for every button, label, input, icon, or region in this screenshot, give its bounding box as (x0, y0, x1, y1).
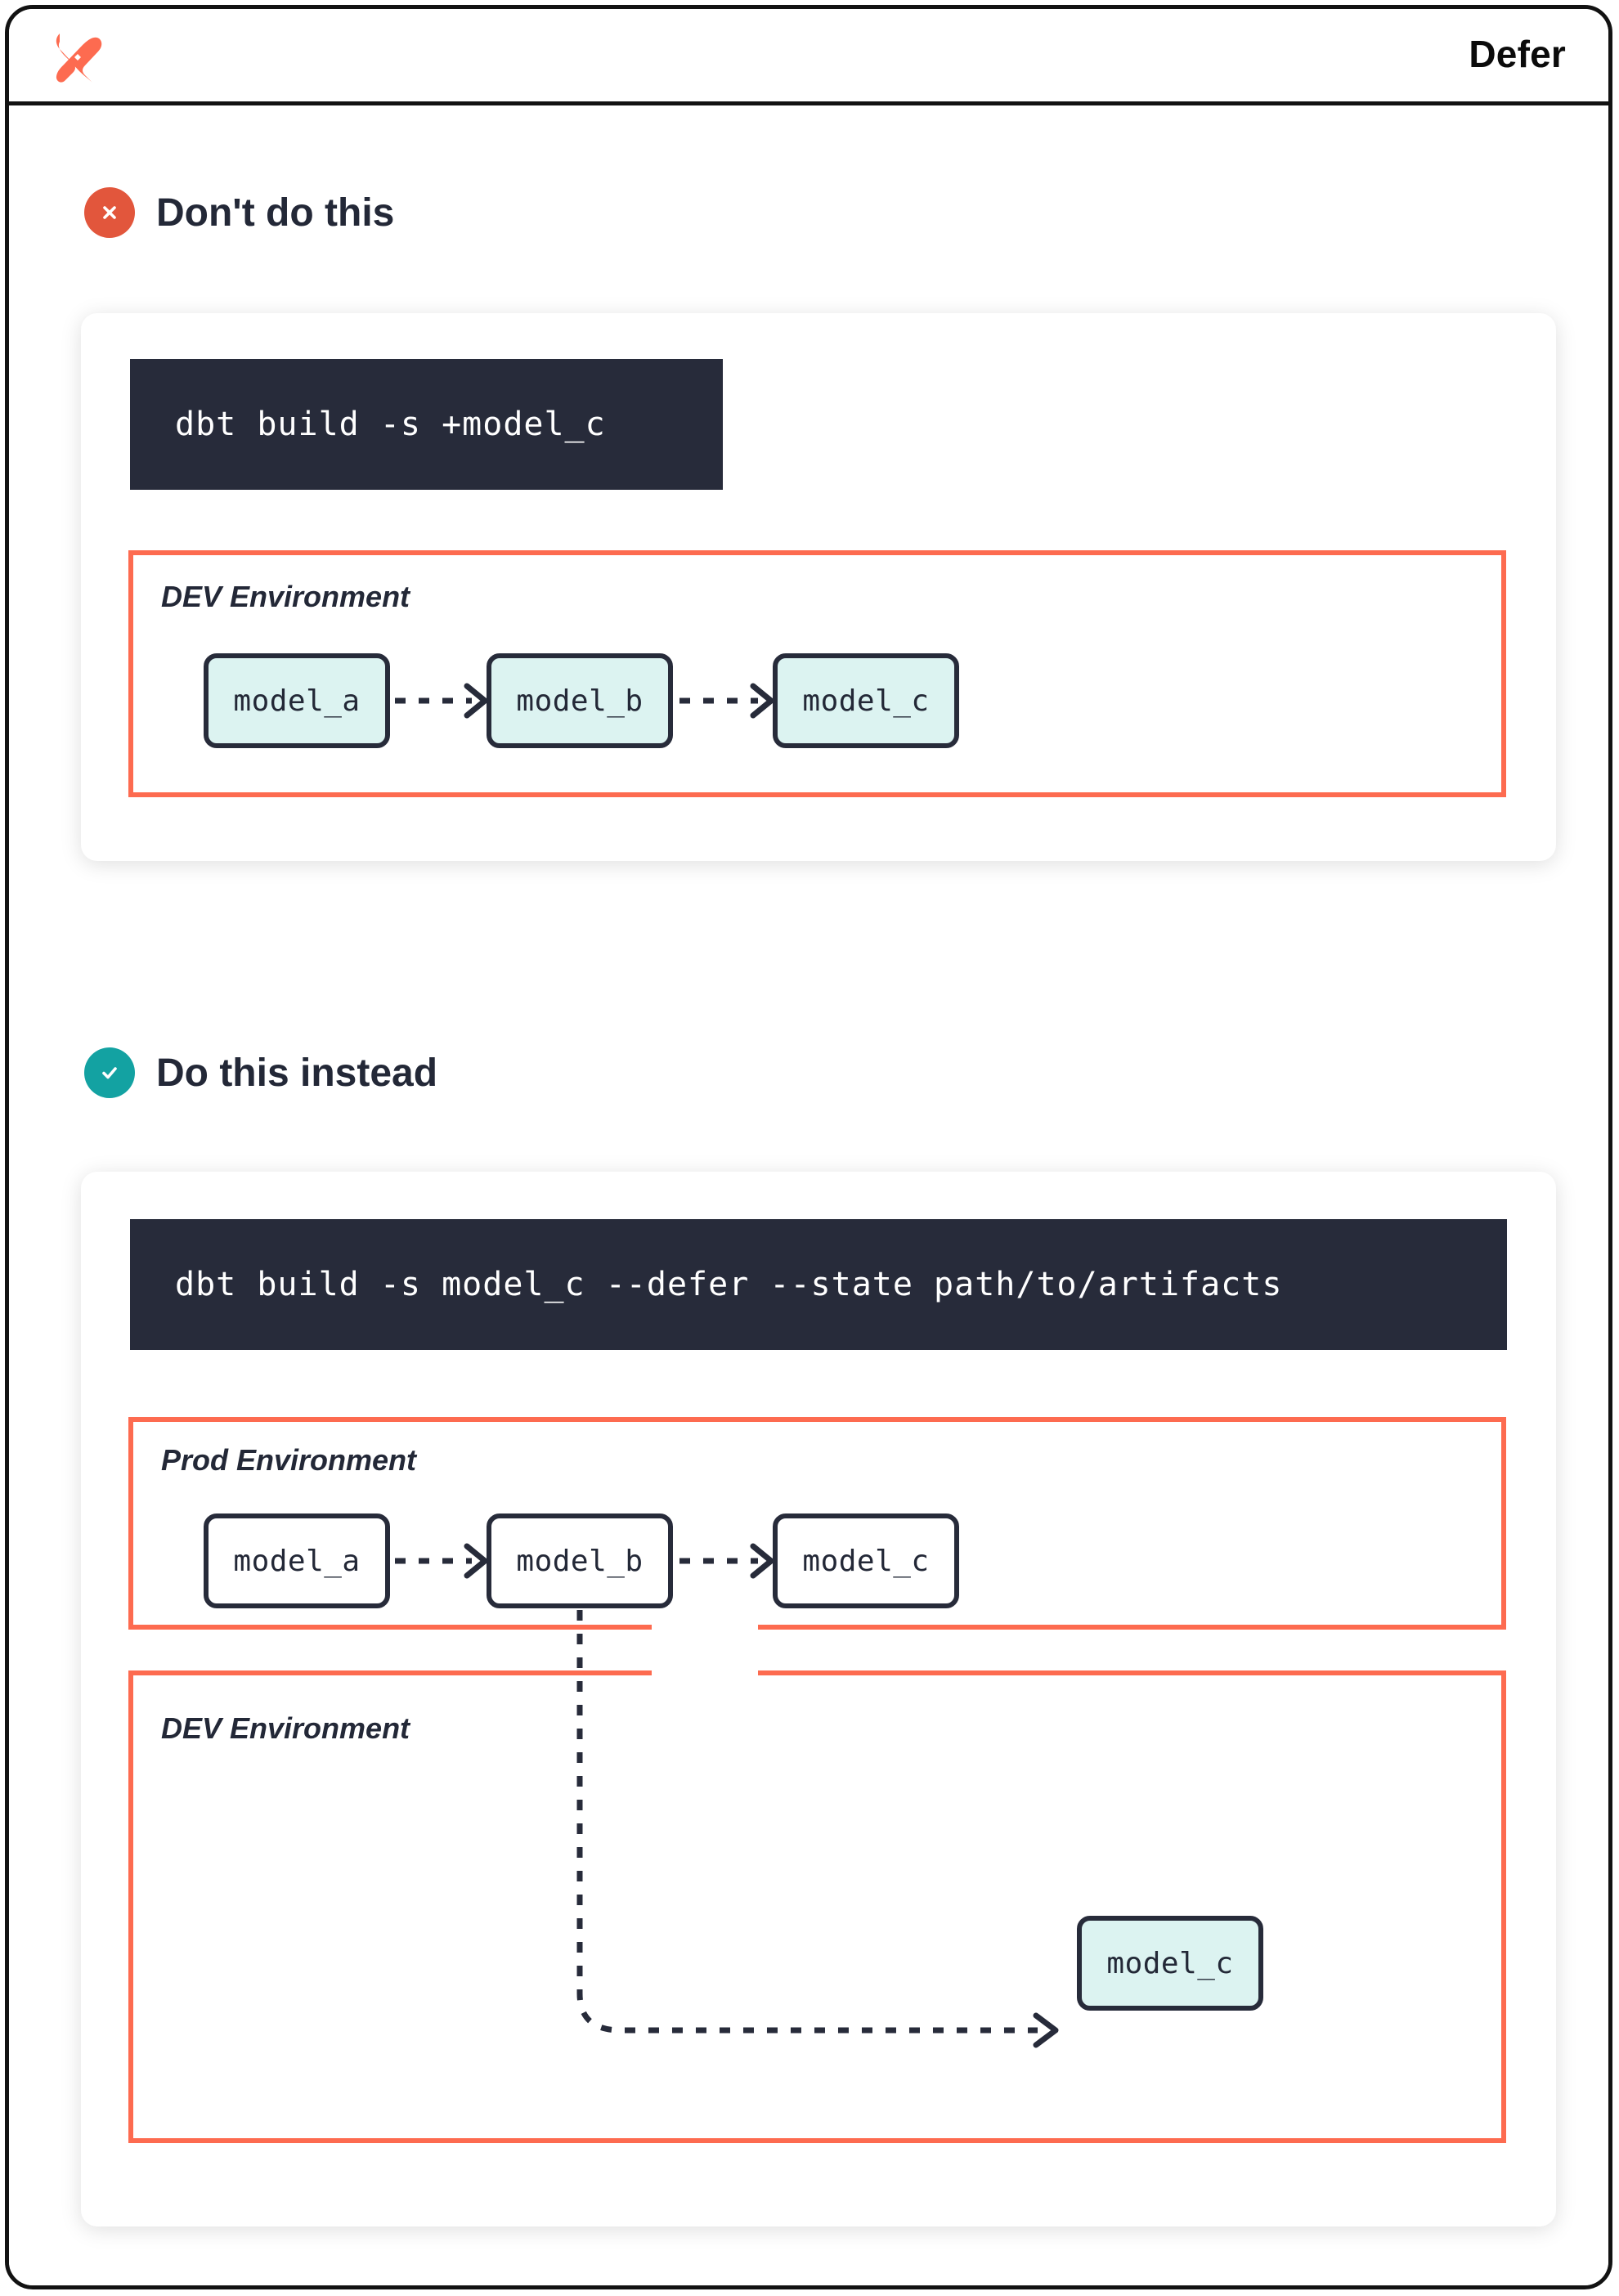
environment-label-dev-2: DEV Environment (161, 1711, 410, 1745)
env-edge-left (128, 550, 133, 797)
page-title: Defer (1469, 33, 1566, 75)
content-area: Don't do this dbt build -s +model_c DEV … (9, 105, 1608, 2285)
environment-box-prod: Prod Environment model_a model_b model_c (128, 1417, 1506, 1630)
env-edge-bottom-right (758, 1625, 1506, 1630)
env-edge-top-left (128, 1670, 652, 1675)
env-edge-right (1501, 550, 1506, 797)
card-dont: dbt build -s +model_c DEV Environment mo… (81, 313, 1556, 861)
env-edge-top (128, 1417, 1506, 1422)
env-edge-top (128, 550, 1506, 555)
section-title-do: Do this instead (156, 1051, 438, 1095)
code-block-do: dbt build -s model_c --defer --state pat… (130, 1219, 1507, 1350)
env-edge-right (1501, 1670, 1506, 2143)
env-edge-bottom (128, 792, 1506, 797)
environment-box-dev-2: DEV Environment model_c (128, 1670, 1506, 2143)
node-model-b-dev1[interactable]: model_b (487, 653, 673, 748)
code-block-dont: dbt build -s +model_c (130, 359, 723, 490)
title-bar: Defer (9, 9, 1608, 105)
dbt-logo-icon (52, 30, 104, 84)
environment-label-dev-1: DEV Environment (161, 580, 410, 613)
node-model-c-prod[interactable]: model_c (773, 1513, 959, 1608)
environment-box-dev-1: DEV Environment model_a model_b model_c (128, 550, 1506, 797)
node-model-a-dev1[interactable]: model_a (204, 653, 390, 748)
x-circle-icon (84, 187, 135, 238)
env-edge-right (1501, 1417, 1506, 1630)
node-model-c-dev1[interactable]: model_c (773, 653, 959, 748)
section-title-dont: Don't do this (156, 191, 395, 235)
env-edge-bottom-left (128, 1625, 652, 1630)
env-edge-left (128, 1417, 133, 1630)
env-edge-top-right (758, 1670, 1506, 1675)
env-edge-left (128, 1670, 133, 2143)
app-window: Defer Don't do this dbt build -s +model_… (5, 5, 1612, 2289)
env-edge-bottom (128, 2138, 1506, 2143)
section-header-dont: Don't do this (84, 187, 394, 238)
environment-label-prod: Prod Environment (161, 1443, 417, 1477)
check-circle-icon (84, 1047, 135, 1098)
node-model-b-prod[interactable]: model_b (487, 1513, 673, 1608)
section-header-do: Do this instead (84, 1047, 437, 1098)
card-do: dbt build -s model_c --defer --state pat… (81, 1172, 1556, 2226)
node-model-c-dev2[interactable]: model_c (1077, 1916, 1263, 2011)
node-model-a-prod[interactable]: model_a (204, 1513, 390, 1608)
